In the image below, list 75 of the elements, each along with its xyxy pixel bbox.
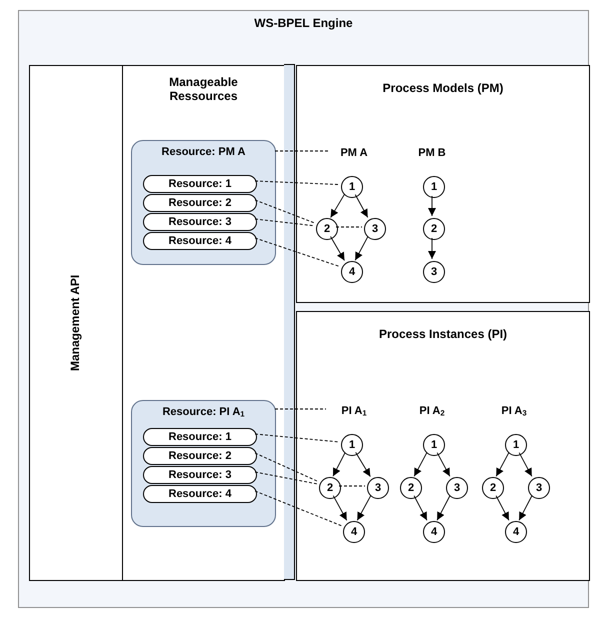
- dashed-connector: [254, 472, 318, 484]
- activity-circle: 2: [400, 477, 422, 499]
- column-panel: [123, 65, 285, 581]
- resource-group: [131, 140, 276, 265]
- section-panel: [296, 311, 590, 581]
- arrow: [518, 452, 532, 477]
- model-label: PM A: [332, 146, 376, 160]
- activity-circle: 3: [367, 477, 389, 499]
- arrow: [332, 495, 348, 521]
- dashed-connector: [254, 490, 342, 526]
- arrow: [436, 452, 450, 477]
- api-band: [29, 65, 123, 581]
- activity-circle: 2: [482, 477, 504, 499]
- arrow: [436, 495, 450, 521]
- resource-group: [131, 400, 276, 527]
- arrow: [330, 194, 345, 218]
- dashed-connector: [254, 218, 315, 226]
- arrow: [356, 495, 372, 521]
- resource-pill: Resource: 3: [143, 466, 257, 484]
- activity-circle: 2: [316, 218, 338, 240]
- dashed-connector: [254, 452, 318, 482]
- activity-circle: 2: [423, 218, 445, 240]
- column-title: Manageable Ressources: [168, 76, 239, 104]
- arrow: [428, 196, 436, 216]
- arrow: [518, 495, 532, 521]
- band-title: Management API: [69, 274, 83, 372]
- activity-circle: 4: [343, 521, 365, 543]
- resource-pill: Resource: 4: [143, 232, 257, 250]
- resource-pill: Resource: 2: [143, 194, 257, 212]
- arrow: [332, 452, 346, 477]
- engine-frame: [18, 10, 589, 608]
- arrow: [354, 236, 368, 261]
- dashed-connector: [254, 180, 340, 185]
- arrow: [428, 238, 436, 260]
- activity-circle: 3: [423, 261, 445, 283]
- activity-circle: 4: [505, 521, 527, 543]
- resource-pill: Resource: 4: [143, 485, 257, 503]
- activity-circle: 1: [423, 434, 445, 456]
- model-label: PI A$_{1}$: [328, 403, 380, 419]
- group-title: Resource: PI A$_{1}$: [162, 406, 245, 419]
- activity-circle: 4: [341, 261, 363, 283]
- activity-circle: 3: [364, 218, 386, 240]
- resource-pill: Resource: 3: [143, 213, 257, 231]
- resource-pill: Resource: 1: [143, 175, 257, 193]
- dashed-connector: [336, 226, 362, 228]
- arrow: [414, 495, 428, 521]
- activity-circle: 4: [423, 521, 445, 543]
- resource-pill: Resource: 1: [143, 428, 257, 446]
- engine-title: WS-BPEL Engine: [254, 17, 353, 31]
- group-title: Resource: PM A: [162, 146, 246, 159]
- arrow: [414, 452, 428, 477]
- arrow: [496, 452, 510, 477]
- activity-circle: 1: [341, 176, 363, 198]
- dashed-connector: [274, 408, 326, 410]
- panel-title: Process Models (PM): [382, 82, 504, 96]
- activity-circle: 3: [528, 477, 550, 499]
- panel-title: Process Instances (PI): [378, 328, 508, 342]
- dashed-connector: [254, 238, 340, 267]
- model-label: PI A$_{2}$: [418, 404, 446, 419]
- arrow: [330, 236, 345, 261]
- activity-circle: 1: [341, 434, 363, 456]
- activity-circle: 1: [423, 176, 445, 198]
- activity-circle: 3: [446, 477, 468, 499]
- activity-circle: 1: [505, 434, 527, 456]
- resource-pill: Resource: 2: [143, 447, 257, 465]
- section-panel: [296, 65, 590, 303]
- dashed-connector: [274, 150, 330, 152]
- arrow: [496, 495, 510, 521]
- model-label: PI A$_{3}$: [500, 404, 528, 419]
- activity-circle: 2: [319, 477, 341, 499]
- dashed-connector: [254, 434, 340, 442]
- model-label: PM B: [417, 146, 447, 160]
- arrow: [355, 452, 371, 478]
- arrow: [354, 194, 368, 218]
- dashed-connector: [254, 200, 316, 224]
